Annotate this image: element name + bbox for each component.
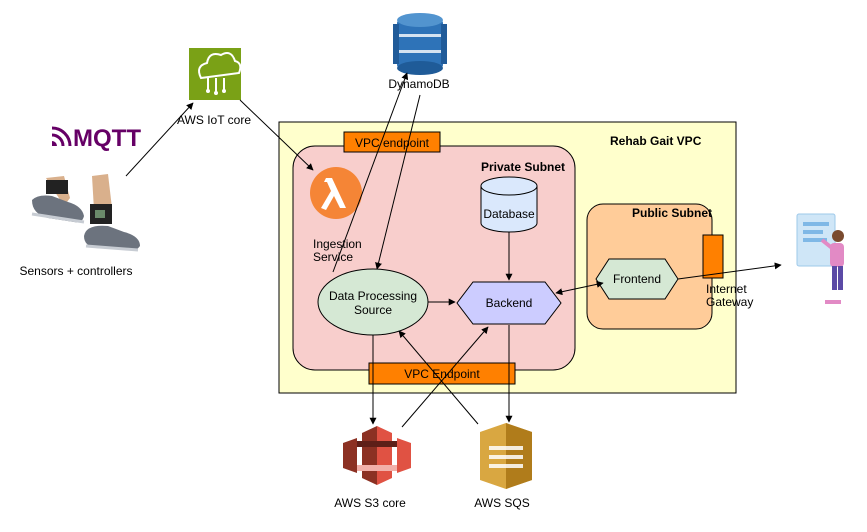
edge-iot-lambda [239,99,314,171]
internet-gateway-node [702,234,724,279]
edge-s3-backend [401,326,489,428]
sensors-icon [31,174,140,252]
vpc-endpoint-top [343,131,441,153]
s3-label: AWS S3 core [334,496,406,510]
private-subnet-label: Private Subnet [481,160,565,174]
svg-text:MQTT: MQTT [73,125,141,152]
lambda-icon [310,167,362,219]
edge-frontend-user [677,262,782,280]
frontend-node [595,258,679,300]
vpc-endpoint-bottom [368,362,516,385]
ingestion-service-label-line2: Service [313,250,353,264]
sqs-label: AWS SQS [474,496,530,510]
public-subnet-label: Public Subnet [632,206,712,220]
internet-gateway-label-line2: Gateway [706,295,753,309]
sqs-icon [480,423,532,489]
edge-lambda-dynamo [332,72,409,273]
database-node [480,176,538,233]
vpc-label: Rehab Gait VPC [610,134,702,148]
user-monitor-icon [796,213,844,304]
vpc-endpoint-bottom-label: VPC Endpoint [404,367,480,381]
internet-gateway-label-line1: Internet [706,282,747,296]
frontend-label: Frontend [613,272,661,286]
edge-backend-frontend [555,280,604,296]
vpc-endpoint-top-label: VPC endpoint [355,136,430,150]
data-processing-label-line2: Source [354,303,392,317]
sensors-label: Sensors + controllers [19,264,132,278]
backend-label: Backend [486,296,533,310]
edge-dynamo-processing [375,94,421,270]
s3-icon [343,426,411,485]
dynamodb-label: DynamoDB [388,77,449,91]
database-label: Database [483,207,535,221]
dynamodb-icon [393,13,447,75]
data-processing-label-line1: Data Processing [329,289,417,303]
mqtt-logo: MQTT [51,125,141,152]
ingestion-service-label-line1: Ingestion [313,237,362,251]
edge-sqs-processing [398,330,479,425]
edge-sensors-iot [125,102,194,177]
iot-core-label: AWS IoT core [177,113,251,127]
backend-node [456,281,562,325]
connectors [125,72,782,428]
iot-core-icon [189,48,242,100]
